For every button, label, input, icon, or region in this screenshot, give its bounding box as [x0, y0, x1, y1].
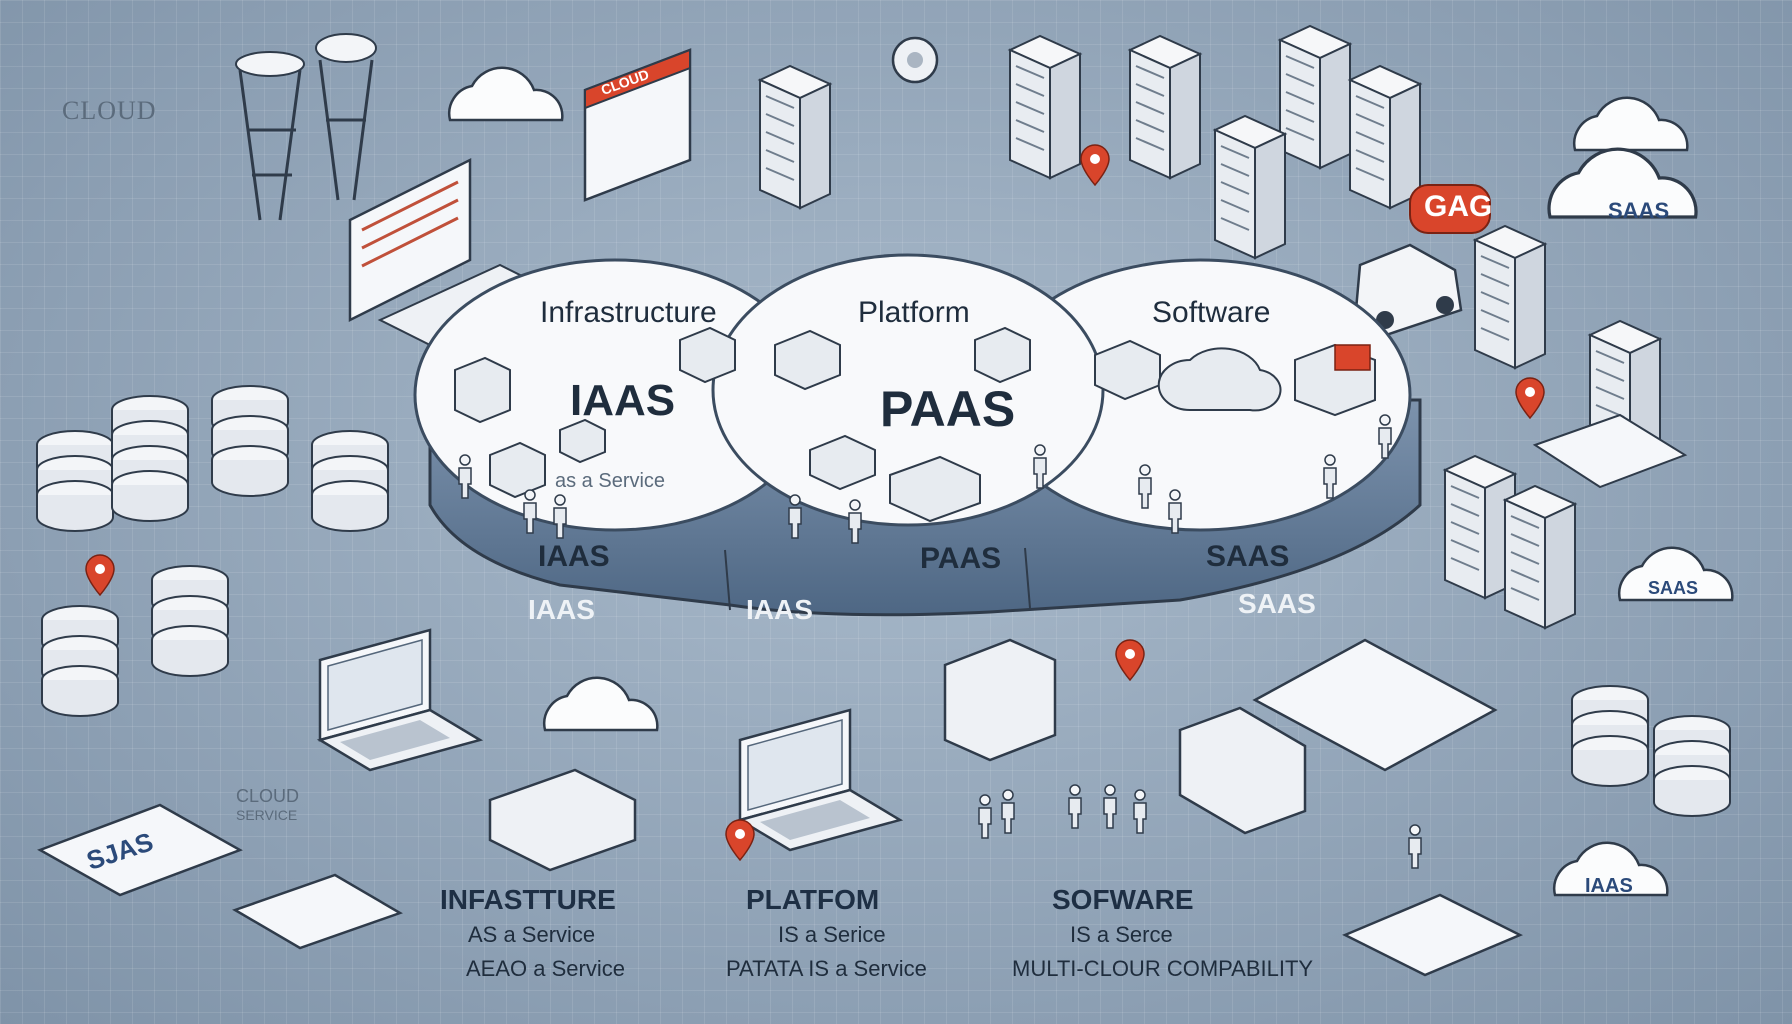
caption-2-line2: PATATA IS a Service: [726, 956, 927, 981]
document-icon: [1532, 413, 1688, 489]
water-tower-icon: [235, 51, 305, 221]
saas-cloud-label: SAAS: [1608, 198, 1670, 223]
location-pin-icon: [85, 554, 115, 596]
server-rack-icon: [1504, 485, 1576, 629]
server-box-icon: [943, 638, 1057, 762]
alert-icon: [1334, 344, 1371, 371]
cloud-service-line1: CLOUD: [236, 786, 300, 806]
caption-3-line2: MULTI-CLOUR COMPABILITY: [1012, 956, 1314, 981]
database-icon: [211, 385, 289, 497]
laptop-icon: [318, 628, 482, 772]
caption-1-line1: AS a Service: [468, 922, 596, 947]
bottom-right-cloud-label: IAAS: [1585, 875, 1633, 897]
server-rack-icon: [1009, 35, 1081, 179]
as-a-service-label: as a Service: [555, 470, 666, 492]
cloud-service-line2: SERVICE: [236, 807, 298, 823]
document-icon: [37, 803, 243, 897]
cloud-service-label: CLOUD SERVICE: [236, 786, 299, 823]
paas-center-label: PAAS: [880, 381, 1016, 437]
database-icon: [111, 395, 189, 522]
gag-badge: [1409, 184, 1491, 234]
server-rack-icon: [1349, 65, 1421, 209]
server-rack-icon: [1129, 35, 1201, 179]
caption-3-title: SOFWARE: [1052, 884, 1194, 915]
caption-3-line1: IS a Serce: [1070, 922, 1173, 947]
cloud-icon: [542, 676, 659, 732]
location-pin-icon: [725, 819, 755, 861]
server-rack-icon: [1214, 115, 1286, 259]
saas-rim-label: SAAS: [1238, 588, 1316, 619]
caption-1-line2: AEAO a Service: [466, 956, 625, 981]
cloud-icon: [447, 66, 564, 122]
saas-bottom-label: SAAS: [1206, 540, 1290, 573]
document-icon: [1342, 893, 1523, 977]
right-cloud-label: SAAS: [1648, 578, 1699, 598]
paas-rim-label: IAAS: [746, 594, 813, 625]
server-rack-icon: [1279, 25, 1351, 169]
document-icon: [1252, 638, 1498, 772]
iaas-center-label: IAAS: [570, 376, 676, 425]
platform-items: [774, 326, 1031, 523]
database-icon: [311, 430, 389, 532]
server-rack-icon: [759, 65, 831, 209]
server-box-icon: [1178, 706, 1307, 835]
software-heading: Software: [1152, 296, 1271, 329]
location-pin-icon: [1080, 144, 1110, 186]
database-icon: [151, 565, 229, 677]
paas-bottom-label: PAAS: [920, 542, 1002, 575]
water-tower-icon: [315, 33, 377, 201]
infrastructure-heading: Infrastructure: [540, 296, 717, 329]
cloud-label-top-left: CLOUD: [62, 96, 157, 125]
gag-badge-label: GAG: [1424, 190, 1493, 223]
database-icon: [36, 430, 114, 532]
gear-icon: [891, 36, 939, 84]
cloud-icon: [1572, 96, 1689, 152]
platform-heading: Platform: [858, 296, 970, 329]
database-icon: [1653, 715, 1731, 817]
laptop-icon: [738, 708, 902, 852]
document-icon: [232, 873, 403, 950]
database-icon: [41, 605, 119, 717]
caption-2-line1: IS a Serice: [778, 922, 886, 947]
location-pin-icon: [1515, 377, 1545, 419]
server-rack-icon: [1474, 225, 1546, 369]
caption-1-title: INFASTTURE: [440, 884, 616, 915]
iaas-rim-label: IAAS: [528, 594, 595, 625]
database-icon: [1571, 685, 1649, 787]
caption-2-title: PLATFOM: [746, 884, 880, 915]
browser-window-icon: [583, 48, 692, 202]
iaas-bottom-label: IAAS: [538, 540, 610, 573]
location-pin-icon: [1115, 639, 1145, 681]
server-box-icon: [488, 768, 637, 872]
infrastructure-items: [454, 326, 736, 499]
